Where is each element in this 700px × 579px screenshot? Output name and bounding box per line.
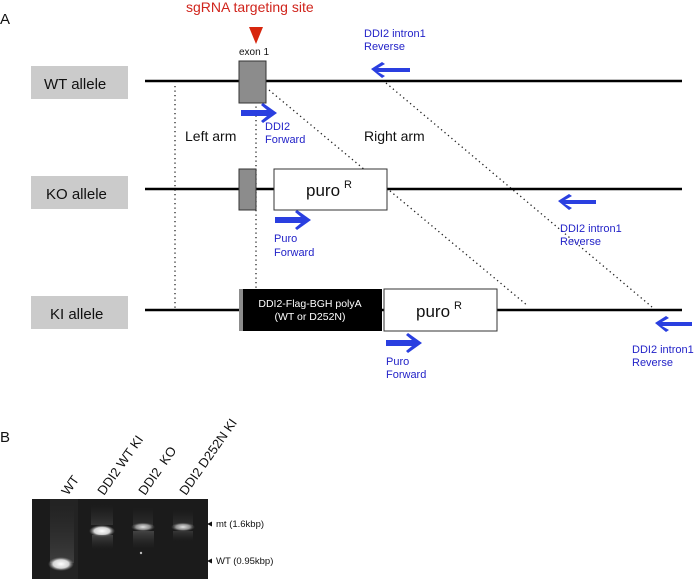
svg-text:DDI2 intron1: DDI2 intron1 [560,223,622,235]
svg-text:KI allele: KI allele [50,306,103,323]
wt-forward-primer: DDI2 Forward [241,103,305,146]
svg-text:WT (0.95kbp): WT (0.95kbp) [216,556,273,567]
arrow-left-icon [655,316,692,332]
arrow-left-icon [371,62,410,78]
marker-pointer-icon [207,521,212,527]
svg-text:Puro: Puro [274,233,297,245]
svg-text:Forward: Forward [274,247,314,259]
svg-text:WT allele: WT allele [44,76,106,93]
svg-text:KO allele: KO allele [46,186,107,203]
ki-ddi2-cassette: DDI2-Flag-BGH polyA (WT or D252N) [239,289,382,331]
svg-text:Reverse: Reverse [560,236,601,248]
allele-label-wt: WT allele [31,66,128,99]
allele-label-ki: KI allele [31,296,128,329]
svg-text:Forward: Forward [265,134,305,146]
marker-wt: WT (0.95kbp) [207,556,273,567]
svg-text:R: R [344,179,352,191]
ko-puro-cassette: puro R [273,168,388,211]
panel-letter-b: B [0,429,10,446]
wt-reverse-primer: DDI2 intron1 Reverse [364,28,426,78]
svg-text:DDI2-Flag-BGH polyA: DDI2-Flag-BGH polyA [258,298,361,310]
exon-label: exon 1 [239,47,269,58]
svg-text:Reverse: Reverse [632,357,673,369]
gel-band-mt-lane-wt-ki [89,525,115,537]
wt-exon1-box [238,60,267,104]
panel-b: B WT DDI2 WT KI DDI2 KO DDI2 D252N KI [0,416,273,579]
ko-reverse-primer: DDI2 intron1 Reverse [558,194,622,248]
arrow-left-icon [558,194,596,210]
svg-text:(WT or D252N): (WT or D252N) [275,311,346,323]
svg-text:mt (1.6kbp): mt (1.6kbp) [216,519,264,530]
panel-letter-a: A [0,11,10,28]
svg-text:DDI2: DDI2 [265,121,290,133]
svg-text:R: R [454,300,462,312]
right-arm-boundary-line-2 [385,82,653,308]
arrow-right-icon [275,210,311,230]
svg-text:Reverse: Reverse [364,41,405,53]
marker-mt: mt (1.6kbp) [207,519,264,530]
ko-exon1-box [238,168,257,211]
svg-text:DDI2 intron1: DDI2 intron1 [632,344,694,356]
ko-puro-forward-primer: Puro Forward [274,210,314,259]
lane-label-ddi2-d252n-ki: DDI2 D252N KI [176,416,240,498]
sgrna-label: sgRNA targeting site [186,0,314,15]
allele-label-ko: KO allele [31,176,128,209]
left-arm-label: Left arm [185,128,236,144]
svg-text:Puro: Puro [386,356,409,368]
gel-image [32,499,208,579]
lane-label-wt: WT [58,473,82,498]
marker-pointer-icon [207,558,212,564]
arrow-right-icon [386,333,422,353]
gel-band-wt-lane-wt [48,557,74,571]
svg-text:puro: puro [416,302,450,321]
arrow-right-icon [241,103,277,123]
panel-a: A sgRNA targeting site exon 1 WT allele … [0,0,694,381]
gel-band-mt-lane-d252n-ki [171,522,195,532]
sgrna-triangle-icon [249,27,263,44]
ki-puro-forward-primer: Puro Forward [386,333,426,381]
gel-band-mt-lane-ko [131,522,155,532]
ki-reverse-primer: DDI2 intron1 Reverse [632,316,694,369]
svg-text:Forward: Forward [386,369,426,381]
svg-text:puro: puro [306,181,340,200]
right-arm-label: Right arm [364,128,425,144]
ki-puro-cassette: puro R [383,288,498,332]
lane-label-ddi2-ko: DDI2 KO [135,444,179,498]
svg-text:DDI2 intron1: DDI2 intron1 [364,28,426,40]
